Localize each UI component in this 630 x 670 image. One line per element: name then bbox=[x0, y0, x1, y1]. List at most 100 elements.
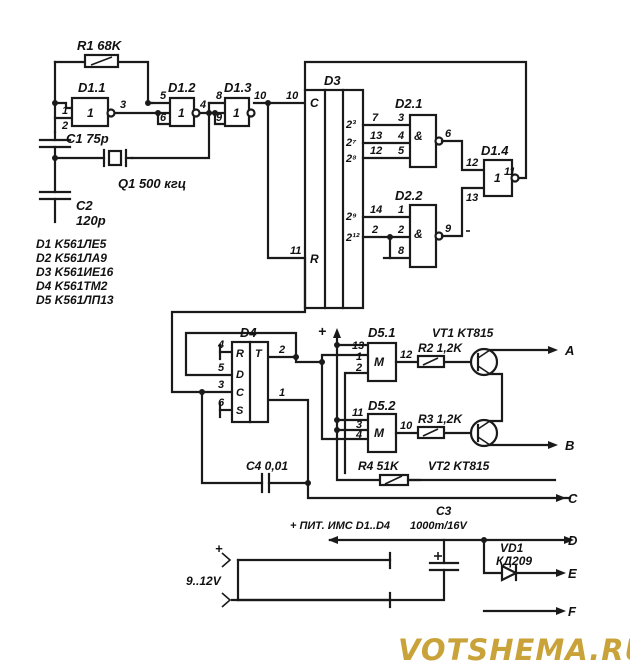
d4-wiring bbox=[170, 256, 572, 500]
d2-2-nand bbox=[408, 203, 444, 269]
pin-d4-s: 6 bbox=[218, 397, 225, 409]
d5-wiring bbox=[333, 328, 557, 482]
pin-d1-4-out: 11 bbox=[504, 166, 515, 178]
pin-d1-2-in1: 5 bbox=[160, 90, 167, 102]
d3-out-2-9: 2⁹ bbox=[345, 211, 357, 223]
pin-d2-1-in3: 3 bbox=[398, 112, 404, 124]
pin-d5-1-in13: 13 bbox=[352, 340, 364, 352]
d1-4-inverter bbox=[482, 158, 520, 198]
output-d-label: D bbox=[568, 533, 578, 548]
vd1-type: КД209 bbox=[496, 554, 532, 568]
output-a-arrow bbox=[548, 346, 558, 354]
pin-d3-2: 2 bbox=[371, 224, 378, 236]
d3-c-symbol: C bbox=[310, 96, 319, 110]
output-f-label: F bbox=[568, 604, 577, 619]
pin-d5-2-out: 10 bbox=[400, 420, 413, 432]
pin-d5-1-in1: 1 bbox=[356, 351, 362, 363]
output-e-label: E bbox=[568, 566, 577, 581]
vt1-transistor bbox=[469, 347, 499, 377]
pin-d1-3-in2: 9 bbox=[216, 112, 223, 124]
q1-label: Q1 500 кгц bbox=[118, 176, 186, 191]
legend-line-5: D5 K561ЛП13 bbox=[36, 293, 114, 307]
pin-d3-7: 7 bbox=[372, 112, 379, 124]
d4-d-symbol: D bbox=[236, 369, 244, 381]
d3-out-2-7: 2⁷ bbox=[345, 137, 357, 149]
input-plus-sign: + bbox=[215, 541, 223, 556]
pin-d1-1-in1: 1 bbox=[62, 105, 68, 117]
d5-2-label: D5.2 bbox=[368, 398, 396, 413]
vd1-label: VD1 bbox=[500, 541, 524, 555]
output-a-label: A bbox=[564, 343, 574, 358]
d2-to-d1-4-wiring bbox=[440, 139, 486, 238]
pin-d2-2-out: 9 bbox=[445, 223, 452, 235]
pin-d2-1-in5: 5 bbox=[398, 145, 405, 157]
output-b-label: B bbox=[565, 438, 574, 453]
c1-label: C1 75p bbox=[66, 131, 109, 146]
d2-2-symbol: & bbox=[414, 227, 423, 241]
pin-d1-4-in13: 13 bbox=[466, 192, 478, 204]
pin-d5-1-out: 12 bbox=[400, 349, 412, 361]
legend-line-4: D4 K561TM2 bbox=[36, 279, 108, 293]
vt2-transistor bbox=[469, 418, 499, 448]
d1-3-inverter bbox=[223, 96, 256, 128]
d5-1-symbol: M bbox=[374, 355, 385, 369]
d2-2-label: D2.2 bbox=[395, 188, 423, 203]
r3-label: R3 1,2K bbox=[418, 412, 463, 426]
pin-d3-13: 13 bbox=[370, 130, 382, 142]
d2-1-symbol: & bbox=[414, 129, 423, 143]
r3-resistor-mark bbox=[422, 428, 439, 437]
pin-d2-2-in2: 2 bbox=[397, 224, 404, 236]
watermark-logo: VOTSHEMA.RU bbox=[398, 633, 630, 667]
d3-out-2-12: 2¹² bbox=[345, 232, 360, 244]
pin-d1-2-in2: 6 bbox=[160, 112, 167, 124]
power-wiring bbox=[221, 536, 574, 615]
d5-1-mux bbox=[366, 341, 398, 383]
q1-crystal bbox=[102, 148, 134, 168]
pin-d1-2-out: 4 bbox=[199, 99, 206, 111]
c2-label: C2 bbox=[76, 198, 93, 213]
output-c-arrow bbox=[556, 494, 566, 502]
c4-capacitor bbox=[260, 472, 311, 494]
pin-d5-1-in2: 2 bbox=[355, 362, 362, 374]
output-b-arrow bbox=[548, 441, 558, 449]
pin-d1-4-in12: 12 bbox=[466, 157, 478, 169]
r1-resistor-mark bbox=[90, 56, 113, 66]
d4-r-symbol: R bbox=[236, 348, 244, 360]
c2-value: 120p bbox=[76, 213, 106, 228]
d1-4-label: D1.4 bbox=[481, 143, 509, 158]
d1-1-symbol: 1 bbox=[87, 106, 94, 120]
pin-d4-d: 5 bbox=[218, 362, 225, 374]
oscillator-wiring bbox=[38, 60, 227, 224]
d3-out-2-3: 2³ bbox=[345, 119, 356, 131]
d4-c-symbol: C bbox=[236, 387, 245, 399]
d3-label: D3 bbox=[324, 73, 341, 88]
pin-d2-1-in4: 4 bbox=[397, 130, 404, 142]
d1-3-symbol: 1 bbox=[233, 106, 240, 120]
input-voltage-label: 9..12V bbox=[186, 574, 222, 588]
pin-d4-c: 3 bbox=[218, 379, 224, 391]
d5-plus-sign: + bbox=[318, 323, 326, 339]
vt1-label: VT1 KT815 bbox=[432, 326, 494, 340]
pin-d5-2-in4: 4 bbox=[355, 429, 362, 441]
vt2-label: VT2 KT815 bbox=[428, 459, 490, 473]
d5-output-wiring bbox=[394, 360, 472, 435]
d1-2-symbol: 1 bbox=[178, 106, 185, 120]
r2-resistor-mark bbox=[422, 357, 439, 366]
pin-d1-3-in1: 8 bbox=[216, 90, 223, 102]
d2-1-nand bbox=[408, 113, 444, 169]
d1-1-label: D1.1 bbox=[78, 80, 105, 95]
d3-out-2-8: 2⁸ bbox=[345, 153, 357, 165]
pin-d2-2-in8: 8 bbox=[398, 245, 405, 257]
pin-d4-r: 4 bbox=[217, 339, 224, 351]
r4-resistor-mark bbox=[384, 475, 403, 485]
d5-1-label: D5.1 bbox=[368, 325, 395, 340]
d1-3-label: D1.3 bbox=[224, 80, 252, 95]
pin-d5-2-in3: 3 bbox=[356, 419, 362, 431]
legend-line-3: D3 K561ИЕ16 bbox=[36, 265, 114, 279]
d4-t-symbol: T bbox=[255, 348, 263, 360]
d2-1-label: D2.1 bbox=[395, 96, 422, 111]
pin-d1-1-in2: 2 bbox=[61, 120, 68, 132]
d1-2-inverter bbox=[168, 96, 201, 128]
legend-line-1: D1 K561ЛЕ5 bbox=[36, 237, 107, 251]
